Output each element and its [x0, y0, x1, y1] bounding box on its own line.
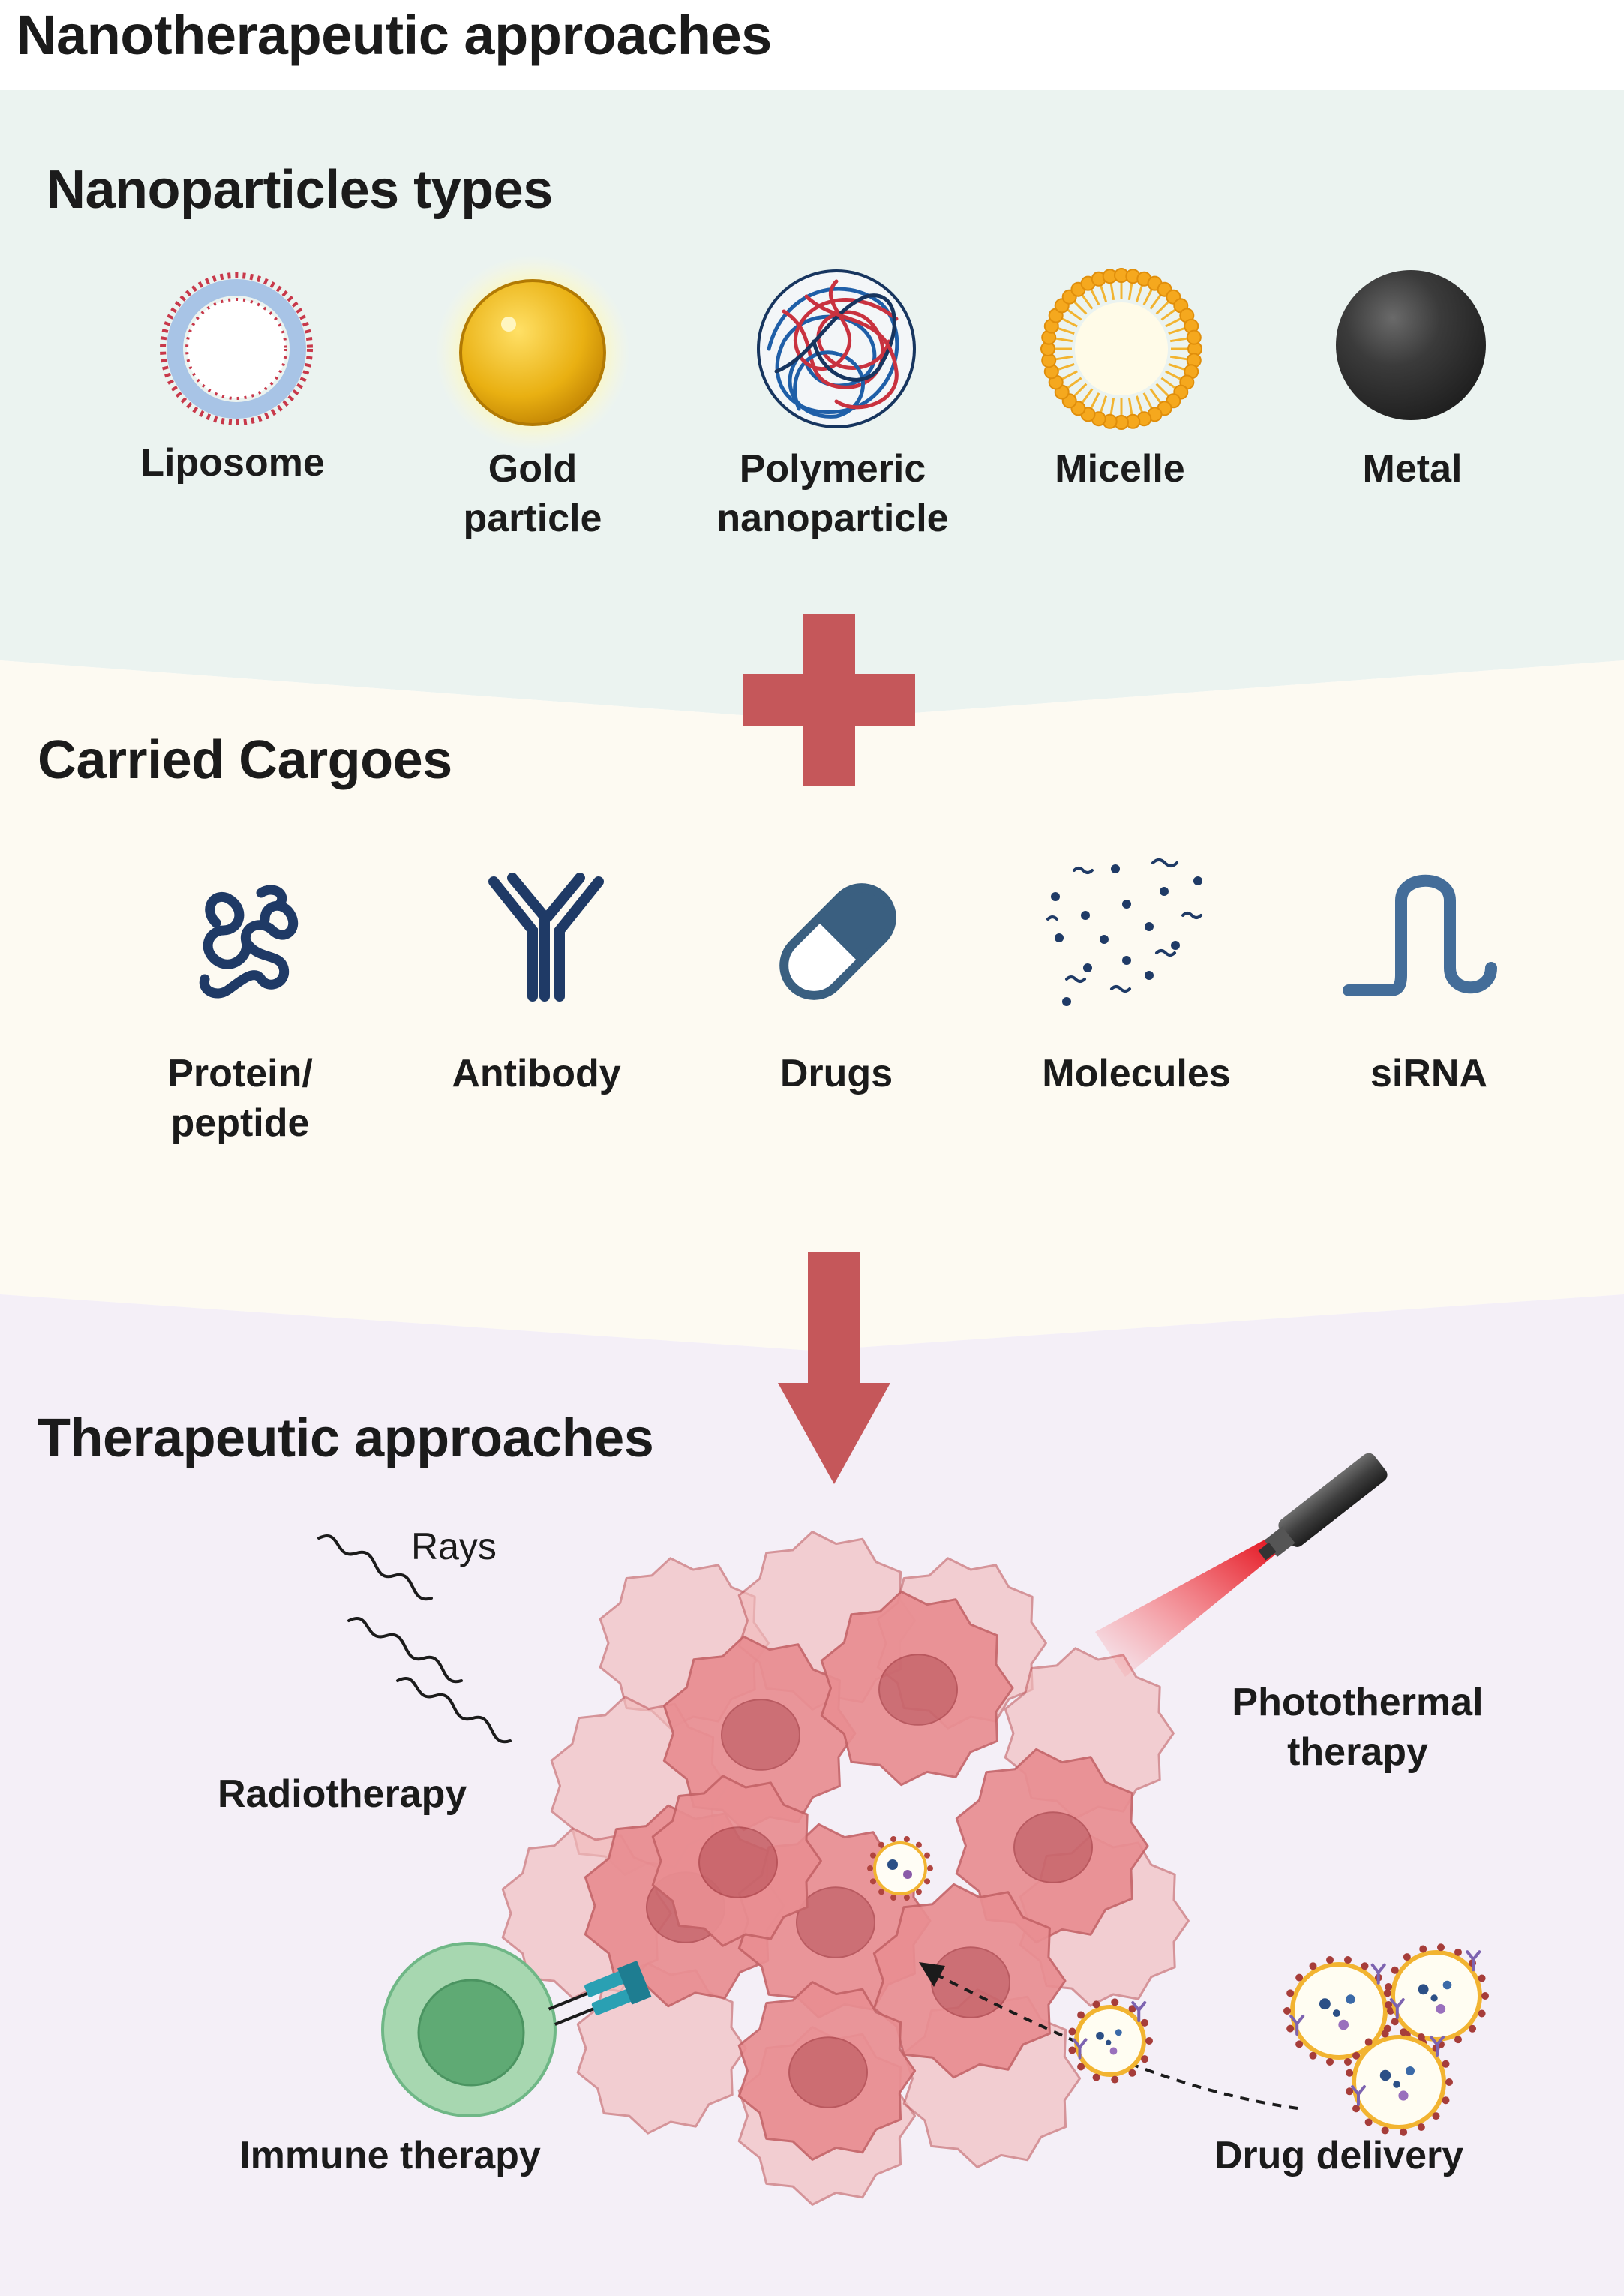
metal-label: Metal: [1362, 447, 1463, 491]
tumor-cell: [737, 1981, 917, 2161]
drug-delivery-nanoparticles: [919, 1943, 1489, 2136]
immune-t-cell-icon: [381, 1942, 652, 2117]
tumor-cell-cluster: [501, 1531, 1190, 2206]
delivery-path-arrow: [933, 1972, 1298, 2110]
cargoes-heading: Carried Cargoes: [38, 730, 452, 790]
rays-label: Rays: [411, 1525, 497, 1567]
micelle-label: Micelle: [1055, 447, 1185, 491]
liposome-icon: [160, 272, 313, 425]
docked-nanoparticle: [867, 1836, 933, 1901]
drug-loaded-nanoparticle: [1068, 1998, 1153, 2084]
polymeric-nanoparticle-label: Polymeric nanoparticle: [716, 447, 949, 540]
tumor-cell: [651, 1775, 822, 1947]
drug-loaded-nanoparticle: [1346, 2028, 1453, 2136]
sirna-label: siRNA: [1370, 1052, 1488, 1095]
protein-icon: [199, 885, 299, 999]
nanoparticles-heading: Nanoparticles types: [47, 160, 553, 220]
gold-particle-icon: [435, 255, 630, 450]
molecules-label: Molecules: [1042, 1052, 1231, 1095]
therapeutic-heading: Therapeutic approaches: [38, 1408, 654, 1468]
capsule-icon: [779, 883, 896, 1000]
tumor-cell: [820, 1590, 1014, 1787]
sirna-icon: [1343, 874, 1497, 996]
micelle-icon: [1040, 268, 1202, 430]
plus-icon: [743, 614, 915, 786]
drug-delivery-label: Drug delivery: [1214, 2134, 1464, 2177]
metal-particle-icon: [1336, 270, 1486, 420]
polymeric-nanoparticle-icon: [757, 269, 916, 428]
gold-particle-label: Gold particle: [463, 447, 602, 540]
protein-label: Protein/ peptide: [167, 1052, 313, 1145]
photothermal-label: Photothermal therapy: [1232, 1681, 1484, 1774]
page-title: Nanotherapeutic approaches: [17, 4, 772, 66]
laser-pointer-icon: [1095, 1453, 1388, 1677]
immune-therapy-label: Immune therapy: [239, 2134, 541, 2177]
molecules-icon: [1046, 858, 1202, 1006]
drug-loaded-nanoparticle: [1283, 1956, 1394, 2066]
antibody-label: Antibody: [452, 1052, 621, 1095]
radiotherapy-label: Radiotherapy: [218, 1772, 467, 1816]
liposome-label: Liposome: [140, 441, 325, 485]
drugs-label: Drugs: [779, 1052, 893, 1095]
antibody-icon: [488, 873, 604, 1002]
radiation-rays-icon: [317, 1534, 512, 1744]
tumor-cell: [872, 1883, 1067, 2079]
down-arrow-icon: [778, 1252, 890, 1484]
section-cargoes-bg: [0, 660, 1624, 1351]
